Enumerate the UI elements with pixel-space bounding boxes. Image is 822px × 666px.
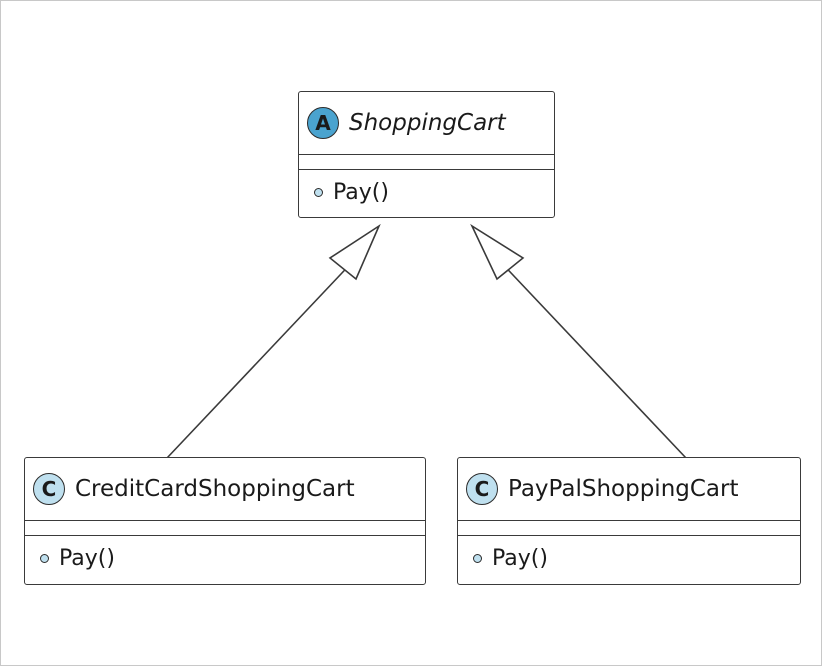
public-visibility-icon	[314, 188, 323, 197]
abstract-class-badge-icon: A	[307, 107, 339, 139]
class-shoppingcart[interactable]: A ShoppingCart Pay()	[298, 91, 555, 218]
class-badge-icon: C	[33, 473, 65, 505]
public-visibility-icon	[473, 554, 482, 563]
methods-compartment: Pay()	[299, 170, 554, 215]
methods-compartment: Pay()	[458, 536, 800, 581]
class-creditcardshoppingcart[interactable]: C CreditCardShoppingCart Pay()	[24, 457, 426, 585]
method-name: Pay()	[333, 180, 389, 205]
class-paypalshoppingcart[interactable]: C PayPalShoppingCart Pay()	[457, 457, 801, 585]
stereotype-letter: A	[315, 111, 331, 135]
attributes-compartment	[25, 521, 425, 536]
method-name: Pay()	[492, 546, 548, 571]
class-header: A ShoppingCart	[299, 92, 554, 155]
methods-compartment: Pay()	[25, 536, 425, 581]
method-name: Pay()	[59, 546, 115, 571]
class-name: ShoppingCart	[349, 110, 506, 136]
class-badge-icon: C	[466, 473, 498, 505]
stereotype-letter: C	[474, 477, 490, 501]
class-header: C PayPalShoppingCart	[458, 458, 800, 521]
attributes-compartment	[299, 155, 554, 170]
class-header: C CreditCardShoppingCart	[25, 458, 425, 521]
class-name: PayPalShoppingCart	[508, 476, 739, 502]
stereotype-letter: C	[41, 477, 57, 501]
attributes-compartment	[458, 521, 800, 536]
class-name: CreditCardShoppingCart	[75, 476, 355, 502]
public-visibility-icon	[40, 554, 49, 563]
